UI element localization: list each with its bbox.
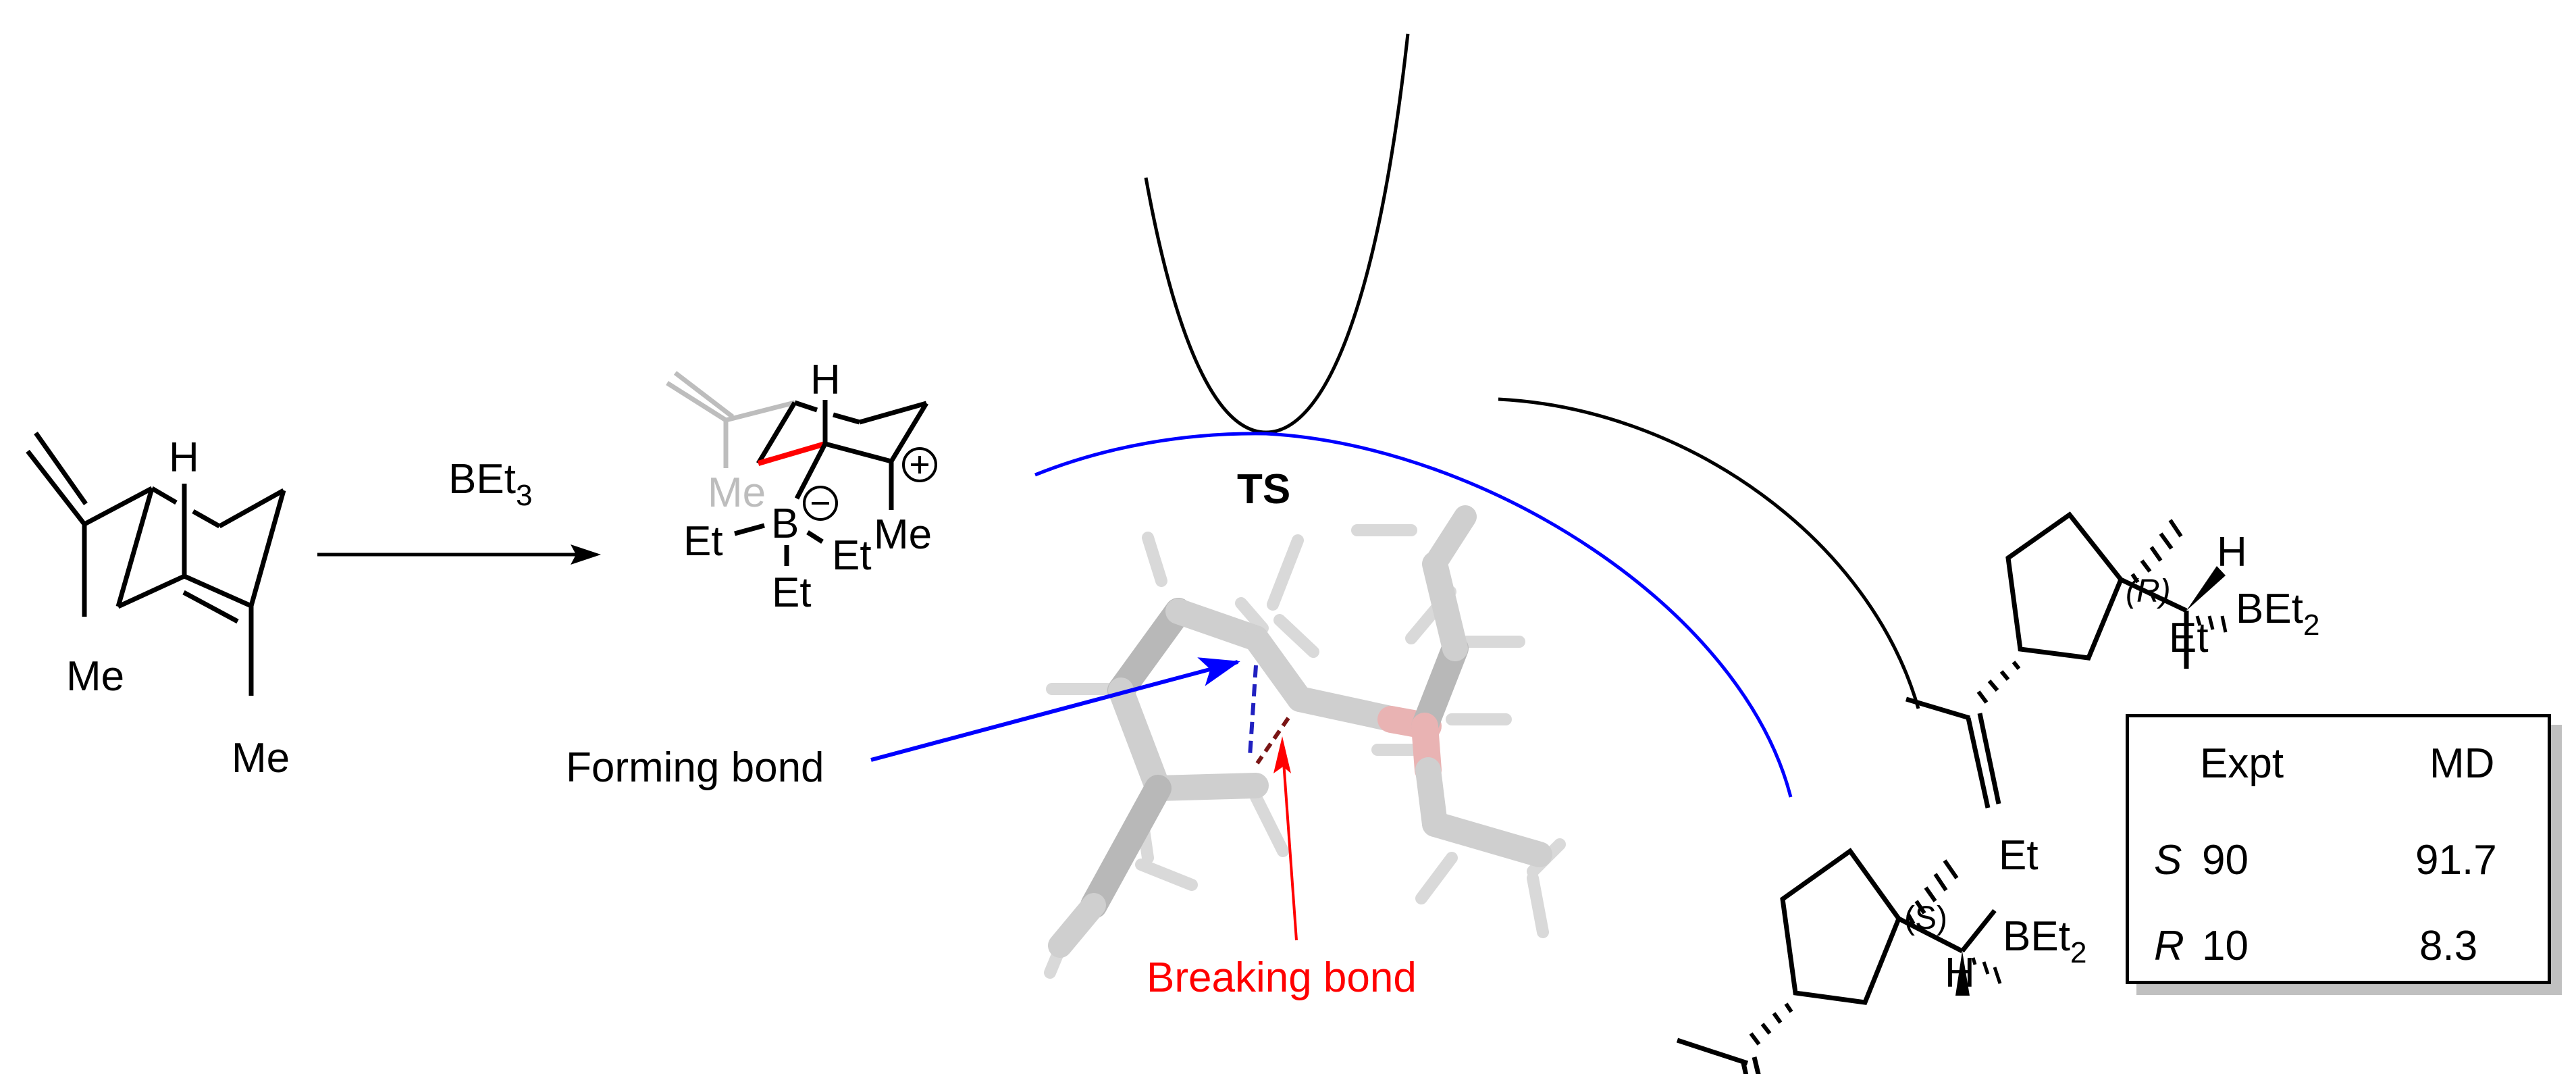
ts-ridge-curve [1034,432,1793,798]
selectivity-table: Expt MD S 90 91.7 R 10 8.3 [2126,714,2551,984]
table-header-expt: Expt [2200,740,2284,787]
product-r-et-label: Et [2169,615,2209,661]
reagent-label: BEt3 [448,456,532,512]
breaking-bond-arrow [1281,742,1298,941]
product-valley-curve [1498,397,1920,709]
product-s-molecule [1676,848,2002,1074]
et-left-label: Et [683,518,723,565]
et-right-label: Et [832,532,872,579]
boron-label: B [771,501,799,547]
product-r-molecule [1905,511,2228,809]
breaking-bond-dash [1255,717,1290,765]
ts-3d-model [1044,505,1566,979]
md-value: 8.3 [2419,923,2478,969]
isomer-label: R [2154,923,2184,969]
product-r-config-label: (R) [2126,573,2171,609]
intermediate-me-label: Me [874,511,932,558]
product-r-boryl-label: BEt2 [2236,586,2319,642]
forming-bond-dash [1248,665,1258,757]
product-s-boryl-label: BEt2 [2003,913,2086,969]
product-s-config-label: (S) [1904,900,1947,936]
product-r-h-label: H [2217,529,2247,576]
table-header-md: MD [2429,740,2495,787]
intermediate-me-gray-label: Me [708,469,766,516]
forming-bond-arrow [870,657,1240,762]
md-value: 91.7 [2415,837,2497,884]
reactant-h-label: H [169,434,199,481]
breaking-bond-label: Breaking bond [1147,954,1417,1001]
expt-value: 10 [2202,923,2249,969]
intermediate-molecule [666,371,937,566]
isomer-label: S [2154,837,2182,884]
reactant-me-label: Me [232,735,290,782]
product-s-et-label: Et [1999,832,2039,879]
et-bottom-label: Et [772,569,812,616]
reactant-me-label: Me [66,653,124,700]
forming-bond-label: Forming bond [566,744,824,791]
intermediate-h-label: H [810,357,841,403]
valley-parabola [1144,33,1410,434]
ts-label: TS [1237,466,1290,513]
reactant-molecule [26,431,286,696]
product-s-h-label: H [1945,950,1975,996]
expt-value: 90 [2202,837,2249,884]
reaction-arrow [317,544,601,565]
